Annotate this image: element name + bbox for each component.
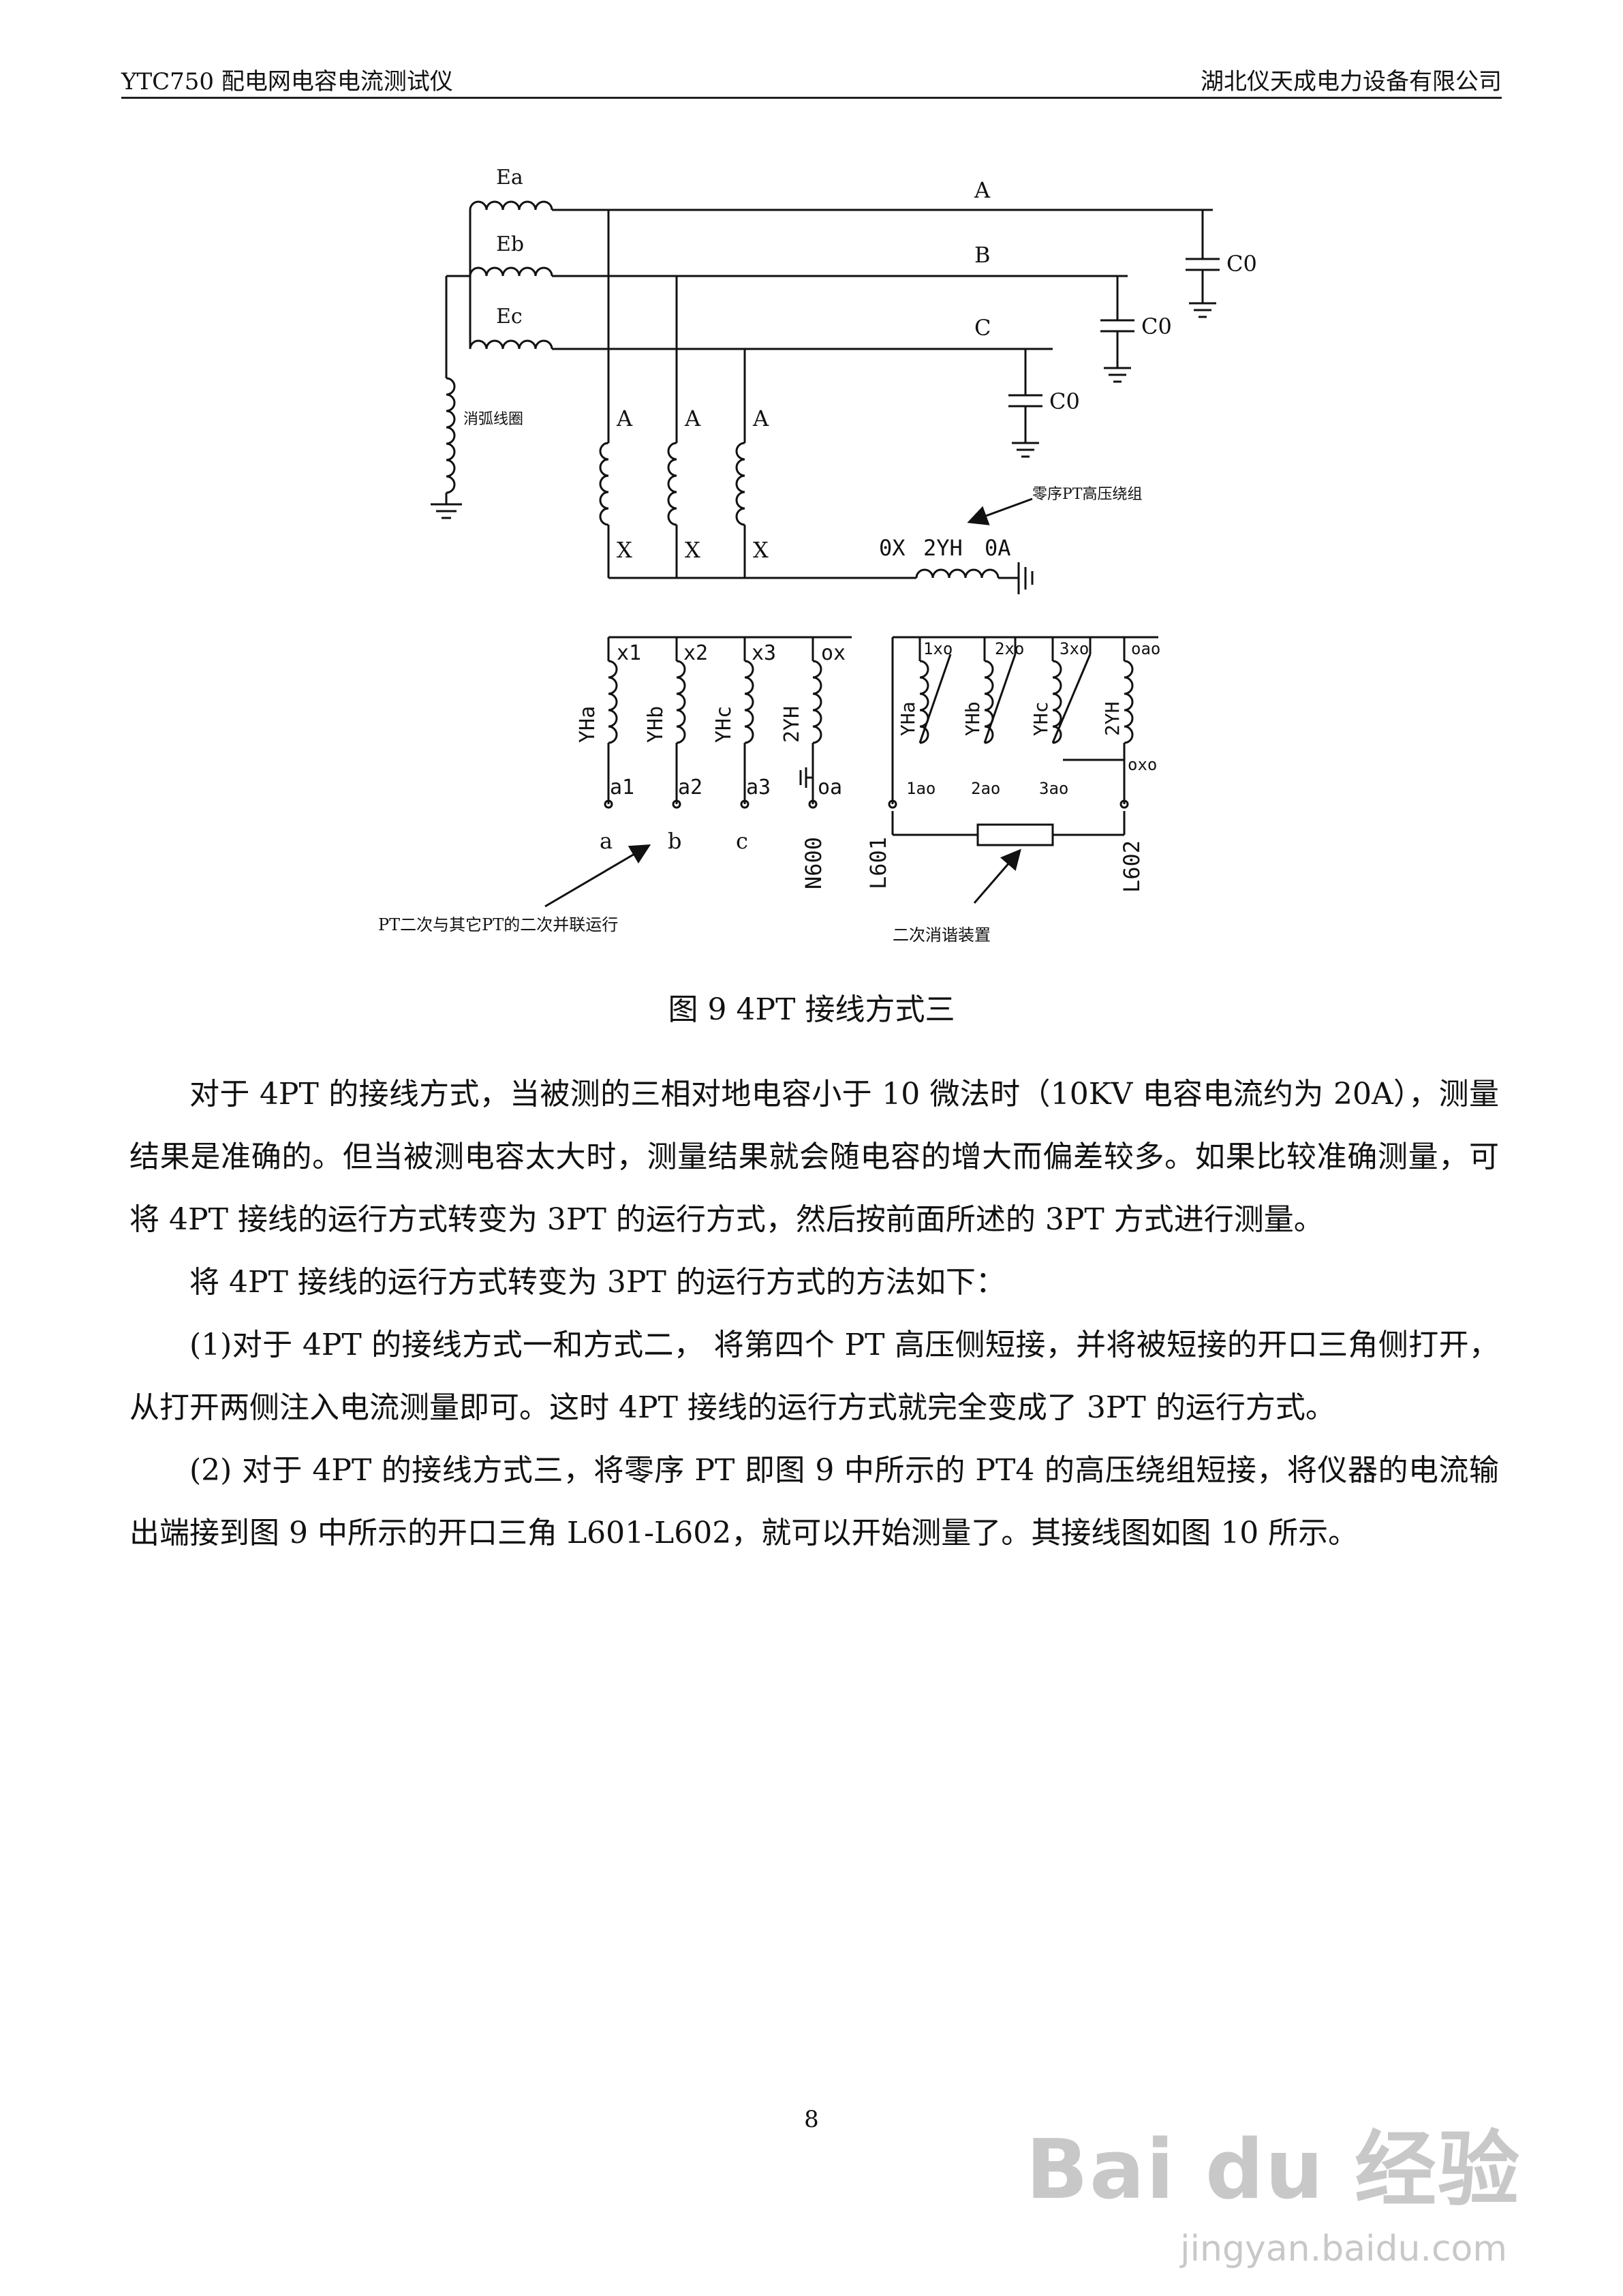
right-top-2: 2xo bbox=[995, 639, 1024, 658]
body-text: 对于 4PT 的接线方式，当被测的三相对地电容小于 10 微法时（10KV 电容… bbox=[129, 1063, 1499, 1565]
pt2-primary bbox=[667, 442, 677, 526]
terminal-l601: L601 bbox=[865, 837, 891, 889]
zero-seq-2yh: 2YH bbox=[923, 535, 963, 561]
baidu-watermark: Bai du 经验 jingyan.baidu.com bbox=[1026, 2126, 1521, 2283]
left-bot-1: a1 bbox=[610, 776, 634, 799]
pt-top-3: A bbox=[752, 405, 769, 431]
page-number: 8 bbox=[804, 2106, 819, 2133]
header-rule bbox=[121, 97, 1502, 99]
damping-arrow bbox=[973, 848, 1021, 904]
right-top-3: 3xo bbox=[1060, 639, 1089, 658]
2yh-right bbox=[1124, 660, 1134, 744]
damping-note: 二次消谐装置 bbox=[893, 925, 991, 945]
wiring-diagram: Ea Eb Ec A B C C0 C0 C0 消弧线圈 A A A X X X… bbox=[378, 166, 1257, 945]
terminal-a: a bbox=[600, 828, 613, 854]
right-bot-3: 3ao bbox=[1039, 779, 1068, 798]
damping-resistor bbox=[976, 823, 1054, 846]
cap-label-a: C0 bbox=[1226, 251, 1257, 277]
left-top-4: ox bbox=[821, 641, 846, 665]
arc-coil-label: 消弧线圈 bbox=[463, 411, 523, 428]
right-bot-1: 1ao bbox=[906, 779, 936, 798]
yhc-right bbox=[1052, 660, 1062, 744]
paragraph-3: (1)对于 4PT 的接线方式一和方式二， 将第四个 PT 高压侧短接，并将被短… bbox=[129, 1328, 1499, 1425]
left-coil-4: 2YH bbox=[780, 706, 804, 743]
left-coil-1: YHa bbox=[576, 706, 600, 743]
right-coil-4: 2YH bbox=[1101, 701, 1124, 736]
line-label-c: C bbox=[974, 315, 991, 341]
paragraph-2: 将 4PT 接线的运行方式转变为 3PT 的运行方式的方法如下： bbox=[189, 1265, 1006, 1300]
parallel-note: PT二次与其它PT的二次并联运行 bbox=[378, 915, 618, 934]
watermark-logo: Bai du 经验 bbox=[1025, 2123, 1521, 2218]
pt-bot-2: X bbox=[685, 537, 700, 563]
right-coil-2: YHb bbox=[961, 701, 984, 736]
pt-top-2: A bbox=[684, 405, 701, 431]
header-left: YTC750 配电网电容电流测试仪 bbox=[121, 68, 453, 95]
zero-seq-0a: 0A bbox=[985, 535, 1011, 561]
paragraph-1: 对于 4PT 的接线方式，当被测的三相对地电容小于 10 微法时（10KV 电容… bbox=[129, 1077, 1499, 1237]
figure-caption: 图 9 4PT 接线方式三 bbox=[668, 992, 955, 1027]
source-label-b: Eb bbox=[496, 232, 524, 256]
pt3-primary bbox=[735, 442, 745, 526]
terminal-b: b bbox=[668, 828, 681, 854]
zero-seq-0x: 0X bbox=[879, 535, 906, 561]
left-bot-3: a3 bbox=[746, 776, 771, 799]
right-bot-4: oxo bbox=[1128, 755, 1157, 774]
line-label-b: B bbox=[974, 242, 991, 268]
line-label-a: A bbox=[974, 177, 991, 203]
zero-seq-note: 零序PT高压绕组 bbox=[1032, 486, 1142, 503]
pt-bot-1: X bbox=[617, 537, 632, 563]
header-right: 湖北仪天成电力设备有限公司 bbox=[1201, 68, 1502, 95]
terminal-c: c bbox=[736, 828, 748, 854]
right-bot-2: 2ao bbox=[971, 779, 1000, 798]
2yh-left bbox=[812, 660, 822, 744]
source-coil-b bbox=[469, 266, 553, 277]
left-top-2: x2 bbox=[683, 641, 708, 665]
parallel-arrow bbox=[544, 844, 651, 908]
left-coil-2: YHb bbox=[644, 706, 668, 743]
left-coil-3: YHc bbox=[712, 706, 736, 743]
pt-bot-3: X bbox=[753, 537, 769, 563]
yhb-left bbox=[676, 660, 686, 744]
yha-left bbox=[608, 660, 618, 744]
terminal-l602: L602 bbox=[1119, 840, 1145, 893]
right-coil-3: YHc bbox=[1030, 701, 1052, 736]
left-bot-2: a2 bbox=[678, 776, 702, 799]
source-coil-c bbox=[469, 339, 553, 350]
yhb-right bbox=[984, 660, 994, 744]
yhc-left bbox=[744, 660, 754, 744]
left-top-1: x1 bbox=[617, 641, 641, 665]
right-top-1: 1xo bbox=[923, 639, 953, 658]
zero-seq-arrow bbox=[967, 498, 1033, 525]
cap-label-b: C0 bbox=[1141, 313, 1172, 339]
right-top-4: oao bbox=[1131, 639, 1160, 658]
arc-coil bbox=[446, 377, 456, 494]
source-label-a: Ea bbox=[496, 166, 523, 189]
source-label-c: Ec bbox=[496, 305, 523, 328]
left-top-3: x3 bbox=[752, 641, 776, 665]
terminal-n600: N600 bbox=[801, 837, 826, 889]
right-coil-1: YHa bbox=[897, 701, 919, 736]
paragraph-4: (2) 对于 4PT 的接线方式三，将零序 PT 即图 9 中所示的 PT4 的… bbox=[129, 1453, 1499, 1550]
pt-top-1: A bbox=[616, 405, 633, 431]
pt1-primary bbox=[599, 442, 609, 526]
watermark-url: jingyan.baidu.com bbox=[1180, 2229, 1507, 2269]
source-coil-a bbox=[469, 200, 553, 211]
yha-right bbox=[919, 660, 929, 744]
left-bot-4: oa bbox=[818, 776, 842, 799]
zero-seq-coil bbox=[915, 568, 1000, 579]
cap-label-c: C0 bbox=[1049, 388, 1080, 414]
